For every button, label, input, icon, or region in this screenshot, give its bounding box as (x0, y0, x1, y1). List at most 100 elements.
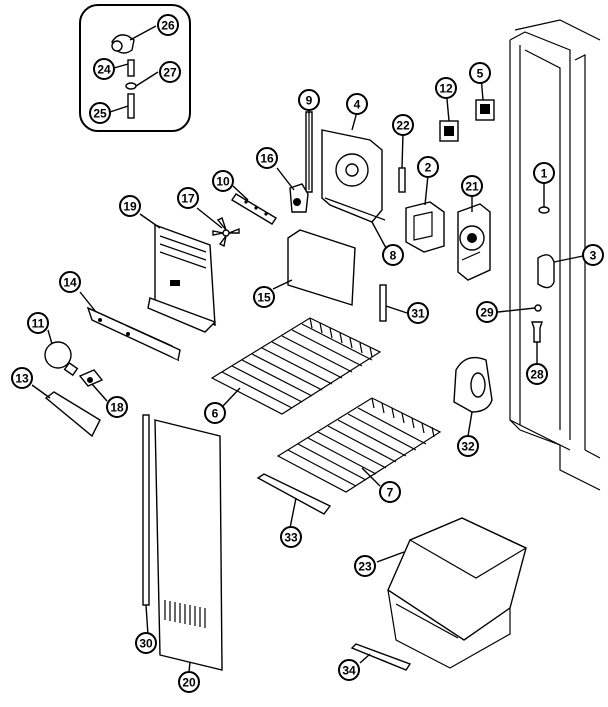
callout-19: 19 (119, 195, 141, 217)
callout-31: 31 (407, 302, 429, 324)
callout-23: 23 (354, 555, 376, 577)
callout-7: 7 (379, 481, 401, 503)
callout-circle (159, 61, 181, 83)
part-4 (321, 129, 386, 223)
callout-label: 1 (541, 167, 548, 181)
callout-28: 28 (526, 363, 548, 385)
callout-circle (346, 93, 368, 115)
part-23 (387, 517, 528, 669)
callout-26: 26 (157, 14, 179, 36)
callout-circle (177, 187, 199, 209)
callout-27: 27 (159, 61, 181, 83)
callout-label: 3 (590, 249, 597, 263)
callout-circle (119, 195, 141, 217)
callout-label: 34 (342, 664, 356, 678)
callout-29: 29 (476, 301, 498, 323)
callout-label: 26 (161, 19, 175, 33)
callout-label: 17 (181, 192, 195, 206)
callout-circle (392, 114, 414, 136)
callout-label: 5 (477, 67, 484, 81)
callout-circle (178, 671, 200, 693)
part-2 (405, 201, 445, 253)
callout-21: 21 (461, 175, 483, 197)
callout-9: 9 (298, 89, 320, 111)
callout-circle (469, 62, 491, 84)
part-22 (398, 167, 406, 193)
callout-circle (461, 175, 483, 197)
callout-1: 1 (533, 162, 555, 184)
part-29 (534, 304, 542, 312)
part-28 (531, 321, 543, 343)
callout-18: 18 (106, 396, 128, 418)
callout-circle (89, 102, 111, 124)
callout-circle (59, 271, 81, 293)
callout-circle (582, 244, 604, 266)
part-17 (212, 217, 240, 248)
callout-4: 4 (346, 93, 368, 115)
callout-label: 25 (93, 107, 107, 121)
part-32 (453, 356, 493, 413)
callout-circle (157, 14, 179, 36)
callout-17: 17 (177, 187, 199, 209)
part-9 (305, 111, 313, 193)
callout-circle (457, 435, 479, 457)
callout-20: 20 (178, 671, 200, 693)
inset-box (79, 4, 191, 132)
part-30 (142, 414, 150, 606)
callout-label: 33 (284, 531, 298, 545)
callout-34: 34 (338, 659, 360, 681)
callout-24: 24 (93, 58, 115, 80)
callout-circle (11, 367, 33, 389)
callout-label: 16 (260, 152, 274, 166)
callout-circle (204, 402, 226, 424)
callout-circle (212, 170, 234, 192)
callout-circle (253, 286, 275, 308)
part-34 (350, 643, 412, 671)
callout-label: 23 (358, 560, 372, 574)
wire-shelf-7 (276, 397, 442, 493)
callout-label: 8 (390, 249, 397, 263)
callout-label: 9 (306, 94, 313, 108)
callout-circle (533, 162, 555, 184)
callout-label: 20 (182, 676, 196, 690)
callout-15: 15 (253, 286, 275, 308)
callout-11: 11 (27, 312, 49, 334)
callout-13: 13 (11, 367, 33, 389)
part-10 (231, 193, 277, 225)
callout-25: 25 (89, 102, 111, 124)
callout-label: 32 (461, 440, 475, 454)
callout-5: 5 (469, 62, 491, 84)
callout-label: 10 (216, 175, 230, 189)
callout-32: 32 (457, 435, 479, 457)
callout-label: 19 (123, 200, 137, 214)
part-20 (154, 419, 223, 671)
callout-circle (417, 156, 439, 178)
cabinet-liner (509, 19, 601, 491)
callout-circle (354, 555, 376, 577)
part-33 (256, 473, 332, 515)
callout-circle (27, 312, 49, 334)
part-13 (44, 391, 101, 438)
callout-label: 13 (15, 372, 29, 386)
callout-label: 11 (32, 317, 45, 331)
callout-label: 24 (97, 63, 111, 77)
callout-circle (379, 481, 401, 503)
part-31 (379, 284, 387, 322)
callout-label: 7 (387, 486, 394, 500)
callout-16: 16 (256, 147, 278, 169)
callout-10: 10 (212, 170, 234, 192)
part-19 (147, 224, 217, 333)
callout-22: 22 (392, 114, 414, 136)
leader-lines (31, 25, 584, 673)
callout-30: 30 (135, 632, 157, 654)
callout-6: 6 (204, 402, 226, 424)
callout-circle (106, 396, 128, 418)
wire-shelf-6 (210, 317, 382, 415)
part-1 (538, 206, 550, 214)
switch-5 (475, 99, 495, 121)
callout-label: 31 (411, 307, 425, 321)
callout-33: 33 (280, 526, 302, 548)
part-16 (289, 183, 309, 213)
callout-2: 2 (417, 156, 439, 178)
